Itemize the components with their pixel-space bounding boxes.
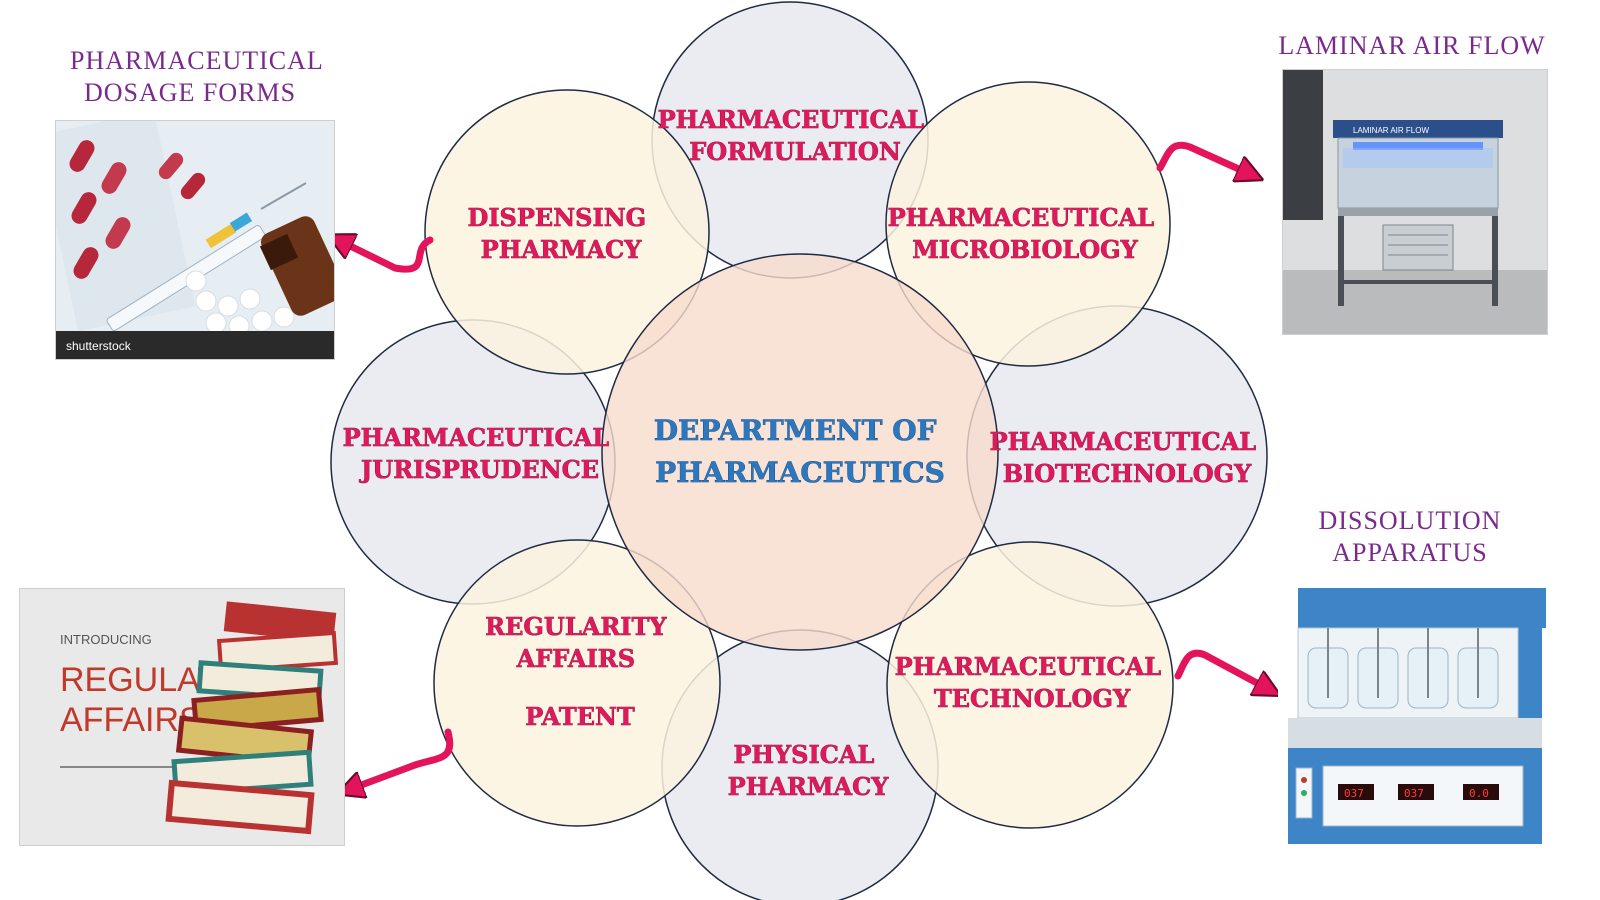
arrow-to-dissolution [1174, 649, 1270, 690]
label-jurisprudence: PHARMACEUTICAL JURISPRUDENCE [343, 423, 618, 484]
arrow-to-regulated-affairs [348, 728, 454, 790]
center-label-line2: PHARMACEUTICS [655, 456, 945, 489]
photo-regulated-affairs: INTRODUCING REGULATED AFFAIRS [19, 588, 345, 846]
caption-dissolution-apparatus: DISSOLUTION APPARATUS [1310, 505, 1510, 569]
circle-center [601, 253, 999, 651]
pill-icon [185, 270, 295, 337]
caption-laminar-line1: LAMINAR AIR FLOW [1278, 31, 1546, 60]
book-intro-text: INTRODUCING [60, 632, 152, 647]
label-technology: PHARMACEUTICAL TECHNOLOGY [895, 652, 1170, 713]
capsule-icon [69, 140, 206, 279]
caption-dissolution-line2: APPARATUS [1332, 538, 1488, 567]
circle-microbiology [885, 81, 1171, 367]
circle-technology [886, 541, 1174, 829]
photo-dissolution-apparatus: 037 037 0.0 [1278, 588, 1546, 850]
arrow-to-laminar-air-flow [1156, 141, 1252, 175]
dissolution-display-1: 037 [1344, 787, 1364, 800]
caption-dissolution-line1: DISSOLUTION [1318, 506, 1502, 535]
dissolution-display-2: 037 [1404, 787, 1424, 800]
medicine-bottle-icon [259, 216, 334, 316]
dissolution-apparatus-icon: 037 037 0.0 [1288, 588, 1546, 844]
center-label-line1: DEPARTMENT OF [654, 414, 937, 447]
laminar-sign: LAMINAR AIR FLOW [1353, 126, 1429, 135]
label-dispensing: DISPENSING PHARMACY [468, 203, 655, 264]
circle-dispensing [424, 89, 710, 375]
label-physical: PHYSICAL PHARMACY [728, 740, 890, 801]
label-regulatory: REGULARITY AFFAIRS PATENT [485, 612, 675, 731]
circle-regulatory [433, 539, 721, 827]
center-label: DEPARTMENT OF PHARMACEUTICS [654, 414, 947, 489]
laminar-cabinet-icon: LAMINAR AIR FLOW [1333, 120, 1503, 306]
label-biotechnology: PHARMACEUTICAL BIOTECHNOLOGY [990, 427, 1265, 488]
arrow-to-dosage-forms [338, 240, 434, 273]
caption-laminar-air-flow: LAMINAR AIR FLOW [1262, 30, 1562, 62]
caption-dosage-forms: PHARMACEUTICAL DOSAGE FORMS [70, 45, 324, 109]
dosage-watermark: shutterstock [66, 339, 132, 353]
caption-dosage-line2: DOSAGE FORMS [83, 78, 297, 107]
photo-dosage-forms: shutterstock [55, 120, 335, 360]
dissolution-display-3: 0.0 [1469, 787, 1489, 800]
label-microbiology: PHARMACEUTICAL MICROBIOLOGY [888, 203, 1163, 264]
book-stack-icon [165, 601, 339, 835]
photo-laminar-air-flow: LAMINAR AIR FLOW [1282, 69, 1548, 335]
label-formulation: PHARMACEUTICAL FORMULATION [658, 105, 933, 166]
caption-dosage-line1: PHARMACEUTICAL [70, 46, 324, 75]
